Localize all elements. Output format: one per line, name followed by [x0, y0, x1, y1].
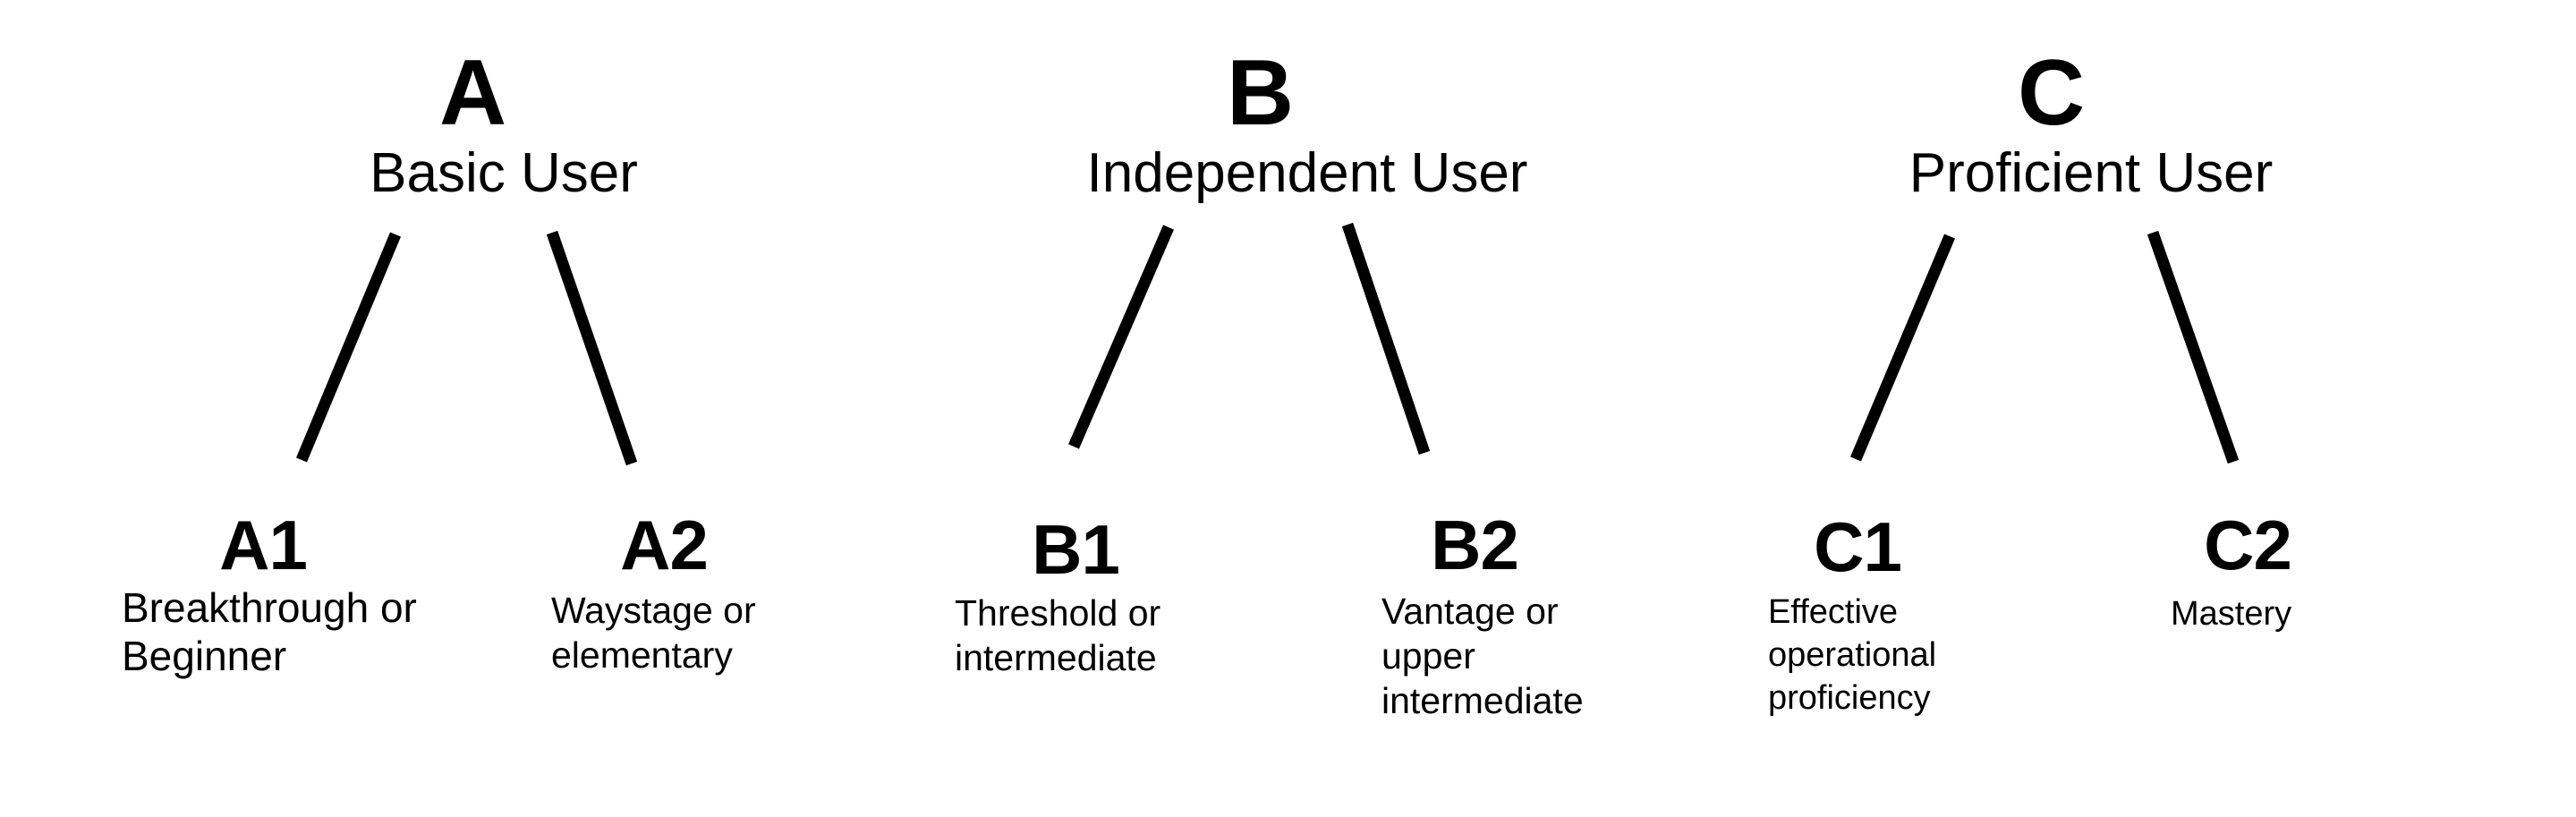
level-description-c2: Mastery	[2171, 592, 2546, 635]
level-code-c1: C1	[1814, 507, 1902, 586]
level-description-line: elementary	[551, 634, 733, 676]
level-description-line: intermediate	[1382, 680, 1584, 721]
level-description-line: Threshold or	[955, 592, 1161, 634]
level-code-a1: A1	[219, 506, 308, 584]
level-code-b2: B2	[1431, 506, 1519, 584]
group-letter-a: A	[438, 41, 506, 145]
level-description-line: operational	[1768, 636, 1937, 674]
connector-c-c2	[2147, 230, 2240, 464]
level-code-b1: B1	[1032, 510, 1120, 589]
group-letter-c: C	[2017, 41, 2085, 145]
level-description-line: upper	[1382, 635, 1475, 677]
level-description-line: Waystage or	[551, 590, 756, 631]
connector-a-a1	[296, 232, 401, 463]
level-code-c2: C2	[2204, 506, 2292, 584]
level-description-b1: Threshold or intermediate	[955, 591, 1331, 680]
level-description-a1: Breakthrough or Beginner	[122, 583, 497, 680]
connector-a-a2	[546, 230, 638, 466]
level-description-line: Mastery	[2171, 595, 2292, 633]
level-description-line: Breakthrough or	[122, 584, 417, 631]
group-title-b: Independent User	[1086, 142, 1528, 204]
connector-b-b1	[1068, 225, 1174, 449]
level-description-b2: Vantage or upper intermediate	[1382, 589, 1757, 723]
level-description-line: Vantage or	[1382, 591, 1559, 632]
level-description-c1: Effective operational proficiency	[1768, 591, 2144, 719]
connector-c-c1	[1850, 234, 1955, 462]
level-code-a2: A2	[620, 506, 709, 584]
group-title-c: Proficient User	[1909, 142, 2274, 204]
connector-b-b2	[1341, 222, 1431, 455]
level-description-a2: Waystage or elementary	[551, 588, 909, 677]
level-description-line: proficiency	[1768, 679, 1931, 717]
level-description-line: Effective	[1768, 593, 1899, 631]
group-letter-b: B	[1226, 41, 1294, 145]
group-title-a: Basic User	[370, 142, 638, 204]
level-description-line: Beginner	[122, 633, 287, 679]
level-description-line: intermediate	[955, 637, 1157, 678]
